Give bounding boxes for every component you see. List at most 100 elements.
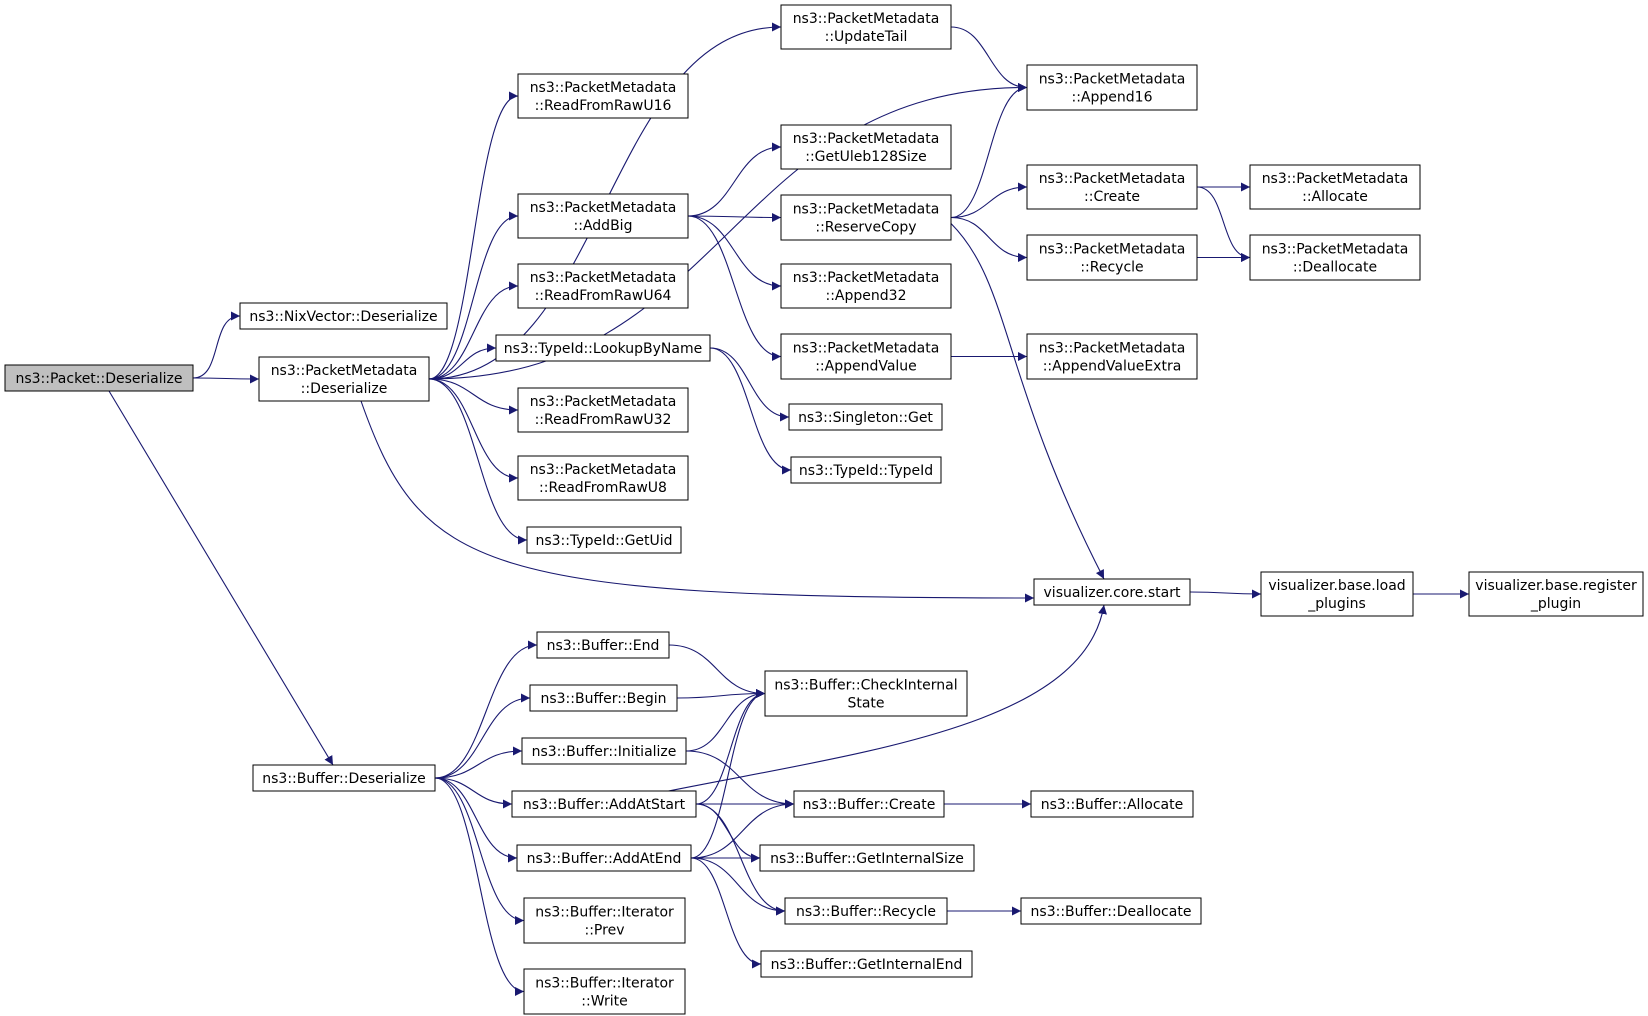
edge-arrow (687, 215, 782, 291)
node-label: ::Create (1084, 189, 1140, 205)
node-pm-reservecopy[interactable]: ns3::PacketMetadata::ReserveCopy (780, 194, 952, 241)
node-label: ns3::PacketMetadata (1039, 341, 1186, 357)
edge-arrow (428, 211, 519, 380)
node-label: ::Write (581, 994, 627, 1010)
node-box (780, 263, 952, 309)
node-buffer-iter-prev[interactable]: ns3::Buffer::Iterator::Prev (523, 897, 686, 944)
edge-arrow (690, 857, 762, 969)
node-label: ::Prev (585, 923, 625, 939)
edge-buffer-addatend-to-buffer-getinternalend (690, 857, 762, 969)
node-label: ns3::Buffer::Deallocate (1031, 904, 1192, 920)
node-buffer-allocate[interactable]: ns3::Buffer::Allocate (1030, 790, 1194, 818)
edge-buffer-deserialize-to-buffer-addatend (434, 777, 518, 863)
node-box (780, 124, 952, 170)
node-box (760, 950, 973, 978)
node-pm-read-u32[interactable]: ns3::PacketMetadata::ReadFromRawU32 (517, 387, 689, 433)
node-box (516, 844, 692, 872)
node-pm-append16[interactable]: ns3::PacketMetadata::Append16 (1026, 64, 1198, 111)
node-pm-allocate[interactable]: ns3::PacketMetadata::Allocate (1249, 164, 1421, 210)
node-label: ns3::Buffer::AddAtEnd (527, 851, 682, 867)
edge-arrow (1189, 589, 1262, 599)
node-label: ns3::Buffer::Iterator (535, 905, 674, 921)
node-pm-updatetail[interactable]: ns3::PacketMetadata::UpdateTail (780, 4, 952, 50)
node-pm-create[interactable]: ns3::PacketMetadata::Create (1026, 164, 1198, 210)
node-box (793, 790, 945, 818)
node-buffer-begin[interactable]: ns3::Buffer::Begin (529, 684, 678, 712)
node-buffer-create[interactable]: ns3::Buffer::Create (793, 790, 945, 818)
node-label: ns3::Buffer::Create (803, 797, 936, 813)
edge-pm-reservecopy-to-vis-core-start (950, 223, 1105, 580)
nodes-layer: ns3::Packet::Deserialize ns3::NixVector::… (4, 4, 1644, 1015)
edge-buffer-initialize-to-buffer-checkinternal (685, 689, 766, 752)
node-box (517, 387, 689, 433)
node-pm-read-u16[interactable]: ns3::PacketMetadata::ReadFromRawU16 (517, 73, 689, 119)
edge-arrow (434, 777, 525, 996)
node-box (523, 968, 686, 1015)
node-label: ns3::Packet::Deserialize (15, 371, 182, 387)
node-buffer-deallocate[interactable]: ns3::Buffer::Deallocate (1020, 897, 1202, 925)
node-nixvector-deserialize[interactable]: ns3::NixVector::Deserialize (239, 302, 448, 330)
edge-pm-updatetail-to-pm-append16 (950, 26, 1028, 92)
node-pm-recycle[interactable]: ns3::PacketMetadata::Recycle (1026, 234, 1198, 281)
edge-buffer-deserialize-to-buffer-addatstart (434, 777, 513, 809)
node-label: ns3::Buffer::Recycle (796, 904, 936, 920)
node-label: ::Allocate (1302, 189, 1368, 205)
edge-arrow (687, 142, 782, 217)
node-singleton-get[interactable]: ns3::Singleton::Get (788, 403, 943, 431)
node-label: ::AppendValueExtra (1043, 359, 1182, 375)
node-buffer-addatstart[interactable]: ns3::Buffer::AddAtStart (511, 790, 697, 818)
edge-buffer-begin-to-buffer-checkinternal (676, 689, 766, 699)
node-box (258, 356, 430, 402)
node-box (1026, 333, 1198, 380)
edge-arrow (668, 644, 766, 698)
node-label: ns3::Buffer::CheckInternal (774, 678, 957, 694)
node-label: ::AddBig (574, 218, 633, 234)
node-typeid-typeid[interactable]: ns3::TypeId::TypeId (790, 456, 942, 484)
node-label: ns3::TypeId::TypeId (799, 463, 933, 479)
node-box (536, 631, 670, 659)
edge-arrow (685, 689, 766, 752)
node-box (1026, 164, 1198, 210)
node-packet-deserialize[interactable]: ns3::Packet::Deserialize (4, 364, 194, 392)
node-label: ns3::PacketMetadata (530, 200, 677, 216)
node-pm-append32[interactable]: ns3::PacketMetadata::Append32 (780, 263, 952, 309)
node-typeid-lookup[interactable]: ns3::TypeId::LookupByName (495, 334, 711, 362)
node-buffer-initialize[interactable]: ns3::Buffer::Initialize (521, 737, 687, 765)
node-pm-addbig[interactable]: ns3::PacketMetadata::AddBig (517, 193, 689, 239)
node-buffer-recycle[interactable]: ns3::Buffer::Recycle (784, 897, 948, 925)
node-pm-read-u64[interactable]: ns3::PacketMetadata::ReadFromRawU64 (517, 263, 689, 309)
node-buffer-getinternalend[interactable]: ns3::Buffer::GetInternalEnd (760, 950, 973, 978)
node-pm-deserialize[interactable]: ns3::PacketMetadata::Deserialize (258, 356, 430, 402)
node-box (1468, 571, 1644, 617)
node-pm-read-u8[interactable]: ns3::PacketMetadata::ReadFromRawU8 (517, 455, 689, 501)
node-buffer-iter-write[interactable]: ns3::Buffer::Iterator::Write (523, 968, 686, 1015)
node-vis-register-plugin[interactable]: visualizer.base.register_plugin (1468, 571, 1644, 617)
node-pm-deallocate[interactable]: ns3::PacketMetadata::Deallocate (1249, 234, 1421, 281)
node-vis-load-plugins[interactable]: visualizer.base.load _plugins (1260, 571, 1414, 617)
edge-arrow (687, 215, 782, 361)
edge-arrow (434, 777, 518, 863)
node-box (517, 73, 689, 119)
node-label: _plugins (1307, 596, 1366, 612)
edge-buffer-addatend-to-buffer-recycle (690, 857, 786, 916)
node-pm-appendvalueextra[interactable]: ns3::PacketMetadata::AppendValueExtra (1026, 333, 1198, 380)
node-buffer-deserialize[interactable]: ns3::Buffer::Deserialize (252, 764, 436, 792)
node-pm-appendvalue[interactable]: ns3::PacketMetadata::AppendValue (780, 333, 952, 380)
node-buffer-end[interactable]: ns3::Buffer::End (536, 631, 670, 659)
edge-pm-deserialize-to-typeid-getuid (428, 378, 528, 545)
node-label: visualizer.base.load (1268, 578, 1405, 594)
edge-typeid-lookup-to-singleton-get (709, 347, 790, 422)
node-box (1020, 897, 1202, 925)
node-typeid-getuid[interactable]: ns3::TypeId::GetUid (526, 526, 682, 554)
edge-arrow (709, 347, 790, 422)
node-label: ::ReadFromRawU64 (535, 288, 672, 304)
edge-pm-addbig-to-pm-reservecopy (687, 212, 782, 222)
edge-arrow (434, 693, 531, 779)
node-buffer-getinternalsize[interactable]: ns3::Buffer::GetInternalSize (759, 844, 975, 872)
edge-arrow (434, 777, 513, 809)
node-pm-getuleb[interactable]: ns3::PacketMetadata::GetUleb128Size (780, 124, 952, 170)
node-buffer-addatend[interactable]: ns3::Buffer::AddAtEnd (516, 844, 692, 872)
node-vis-core-start[interactable]: visualizer.core.start (1033, 578, 1191, 606)
